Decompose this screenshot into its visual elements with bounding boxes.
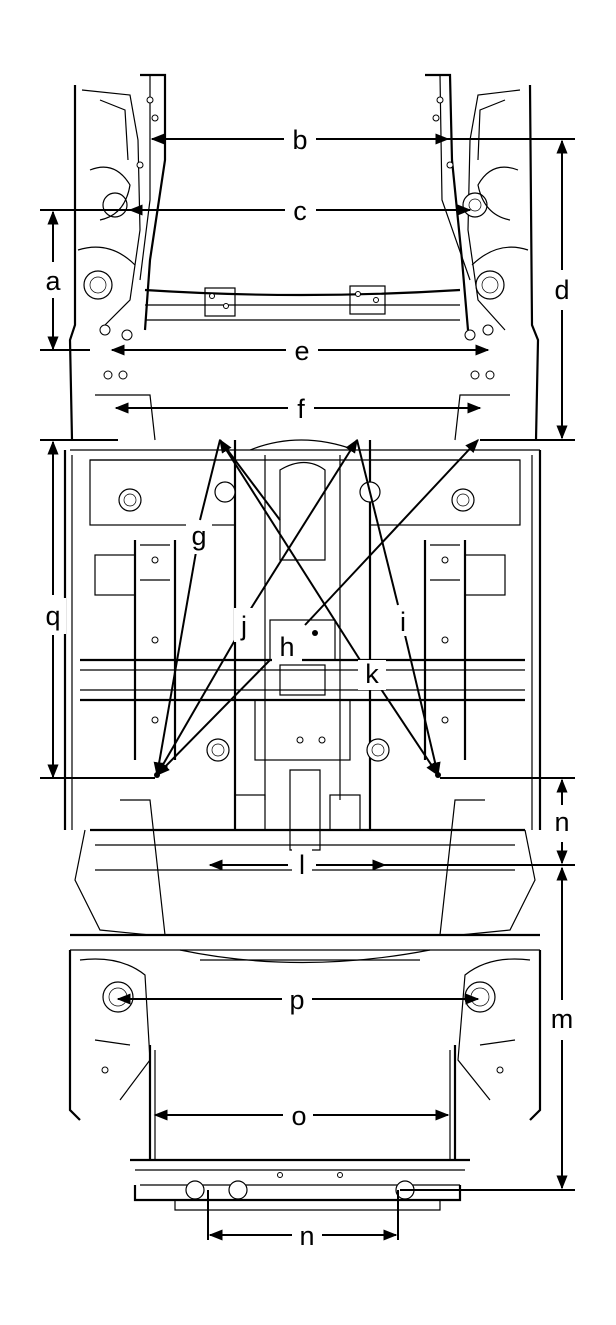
dimension-lines [40,133,575,1241]
label-l: l [299,850,305,880]
label-b: b [292,125,307,155]
dimension-labels: b c a d e f g q j h i k n l p m o [40,122,579,1251]
label-q: q [45,601,60,631]
label-g: g [191,521,206,551]
label-f: f [297,394,305,424]
label-j: j [240,611,247,641]
label-m: m [551,1004,574,1034]
label-e: e [294,336,309,366]
label-n-bottom: n [299,1221,314,1251]
vehicle-underbody [63,73,542,1211]
label-d: d [554,275,569,305]
label-k: k [365,659,379,689]
label-h: h [279,632,294,662]
label-i: i [400,607,406,637]
label-n-middle: n [554,807,569,837]
label-o: o [291,1101,306,1131]
label-c: c [293,196,307,226]
label-p: p [289,985,304,1015]
label-a: a [45,266,61,296]
